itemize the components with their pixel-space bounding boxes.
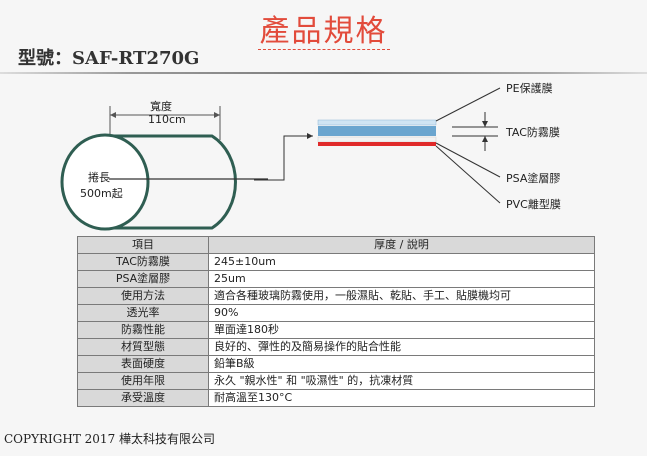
width-arrow-left xyxy=(110,112,116,118)
model-number: 型號：SAF-RT270G xyxy=(18,48,200,69)
product-diagram xyxy=(60,87,501,231)
spec-item: TAC防霧膜 xyxy=(77,253,209,271)
roll-end xyxy=(60,133,150,231)
layer-tac xyxy=(318,126,436,136)
table-row: 表面硬度鉛筆B級 xyxy=(77,355,595,373)
table-row: 防霧性能單面達180秒 xyxy=(77,321,595,339)
spec-value: 適合各種玻璃防霧使用，一般濕貼、乾貼、手工、貼膜機均可 xyxy=(208,287,595,305)
spec-item: 使用年限 xyxy=(77,372,209,390)
header-item: 項目 xyxy=(77,236,209,254)
leader-psa xyxy=(435,142,501,178)
length-label: 捲長 xyxy=(88,171,110,184)
spec-value: 25um xyxy=(208,270,595,288)
spec-value: 耐高溫至130°C xyxy=(208,389,595,407)
table-header-row: 項目 厚度 / 說明 xyxy=(77,236,595,254)
layer-label-tac: TAC防霧膜 xyxy=(506,126,560,139)
spec-value: 良好的、彈性的及簡易操作的貼合性能 xyxy=(208,338,595,356)
width-arrow-right xyxy=(214,112,220,118)
layer-pvc xyxy=(318,142,436,146)
table-row: 承受溫度耐高溫至130°C xyxy=(77,389,595,407)
divider xyxy=(0,72,647,74)
leader-pe xyxy=(435,87,501,122)
spec-value: 單面達180秒 xyxy=(208,321,595,339)
width-value: 110cm xyxy=(148,113,186,126)
layer-label-pvc: PVC離型膜 xyxy=(506,198,561,211)
leader-pvc xyxy=(435,145,501,204)
spec-item: 防霧性能 xyxy=(77,321,209,339)
spec-value: 90% xyxy=(208,304,595,322)
roll-body xyxy=(107,134,237,230)
layer-pe xyxy=(317,119,437,126)
spec-item: 承受溫度 xyxy=(77,389,209,407)
layer-label-psa: PSA塗層膠 xyxy=(506,172,561,185)
copyright: COPYRIGHT 2017 樺太科技有限公司 xyxy=(4,432,216,446)
length-value: 500m起 xyxy=(80,187,123,200)
table-row: 材質型態良好的、彈性的及簡易操作的貼合性能 xyxy=(77,338,595,356)
layer-label-pe: PE保護膜 xyxy=(506,82,553,95)
spec-item: 透光率 xyxy=(77,304,209,322)
spec-value: 245±10um xyxy=(208,253,595,271)
spec-item: 使用方法 xyxy=(77,287,209,305)
spec-item: 材質型態 xyxy=(77,338,209,356)
connector-arrow xyxy=(307,133,313,139)
spec-value: 鉛筆B級 xyxy=(208,355,595,373)
page-title: 產品規格 xyxy=(257,14,390,50)
spec-item: 表面硬度 xyxy=(77,355,209,373)
connector-line xyxy=(254,135,313,181)
table-row: 使用年限永久 "親水性" 和 "吸濕性" 的，抗凍材質 xyxy=(77,372,595,390)
width-label: 寬度 xyxy=(150,100,172,113)
header-value: 厚度 / 說明 xyxy=(208,236,595,254)
table-row: 使用方法適合各種玻璃防霧使用，一般濕貼、乾貼、手工、貼膜機均可 xyxy=(77,287,595,305)
layer-psa xyxy=(317,136,437,143)
spec-value: 永久 "親水性" 和 "吸濕性" 的，抗凍材質 xyxy=(208,372,595,390)
spec-item: PSA塗層膠 xyxy=(77,270,209,288)
